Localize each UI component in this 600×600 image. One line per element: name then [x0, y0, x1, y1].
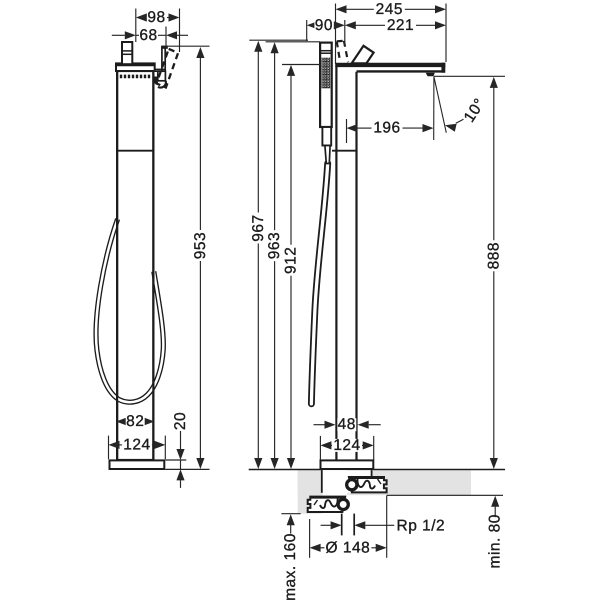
dim-90: 90 [306, 17, 345, 41]
dim-967: 967 [249, 39, 308, 469]
dimension-text: 124 [333, 437, 360, 454]
dim-82: 82 [116, 413, 155, 430]
handshower-dashed-side [155, 47, 180, 90]
base-plate-side [108, 459, 166, 470]
dimension-text: max. 160 [282, 533, 299, 600]
dimension-text: Ø 148 [326, 539, 371, 556]
dimension-text: 221 [387, 17, 414, 34]
dimension-text: 912 [283, 247, 300, 274]
basicset-flange-left-profile [319, 497, 339, 510]
dim-min80: min. 80 [487, 495, 504, 569]
basicset-ring-left [336, 497, 350, 512]
dimension-text: 98 [147, 9, 165, 26]
dim-max160: max. 160 [281, 513, 301, 600]
dimension-text: 90 [315, 17, 333, 34]
dimension-text: 888 [485, 242, 502, 269]
dimension-text: 20 [172, 412, 189, 430]
dimension-text: 245 [376, 1, 403, 18]
basicset-shaft-mask2 [322, 470, 348, 496]
dim-d148: Ø 148 [309, 495, 388, 558]
dim-912: 912 [282, 63, 320, 469]
dim-124-front: 124 [319, 435, 375, 460]
basicset-ring-right [345, 477, 359, 492]
base-plate-front [319, 459, 375, 470]
dim-98: 98 [135, 8, 181, 52]
dimension-text: 82 [126, 413, 144, 430]
joystick-handle [349, 44, 376, 65]
dim-196: 196 [345, 119, 434, 143]
basicset-flange-left-tick [313, 499, 319, 506]
spray-ref-angled [433, 76, 447, 133]
hose-front-inner [309, 161, 330, 406]
dim-48: 48 [313, 416, 381, 433]
holder-block [156, 70, 167, 82]
product-views-layer [93, 39, 505, 536]
dimension-text: 68 [139, 27, 157, 44]
dimension-text: Rp 1/2 [397, 517, 446, 534]
dim-245: 245 [334, 1, 447, 64]
dimension-text: 967 [250, 214, 267, 241]
basicset-flange-right-profile [356, 478, 376, 490]
holder-top-flag [161, 45, 168, 49]
dimension-text: 963 [266, 232, 283, 259]
dim-963: 963 [265, 41, 320, 469]
dimension-text: 124 [123, 436, 150, 453]
handle-knob-side [121, 41, 134, 66]
dimension-text: 196 [373, 120, 400, 137]
dim-20: 20 [165, 411, 189, 488]
dim-rp12: Rp 1/2 [320, 517, 446, 534]
hose-nut [321, 126, 333, 147]
dim-124-side: 124 [107, 435, 166, 460]
basicset-flange-right-tick [376, 478, 382, 485]
dim-953: 953 [162, 45, 210, 469]
dimension-text: min. 80 [487, 514, 504, 568]
spout-deck-end [441, 62, 446, 73]
holder-blob [153, 76, 158, 84]
dim-221: 221 [344, 17, 446, 46]
hose-taper [323, 144, 331, 165]
dimension-text: 953 [192, 232, 209, 259]
hose-hook-side [157, 80, 167, 89]
hose-left-view-inner [94, 218, 165, 404]
dim-68: 68 [111, 26, 188, 46]
dim-888: 888 [434, 75, 505, 469]
aerator-outlet [425, 72, 435, 77]
handshower-grip [321, 57, 331, 89]
dimension-text: 48 [338, 416, 356, 433]
